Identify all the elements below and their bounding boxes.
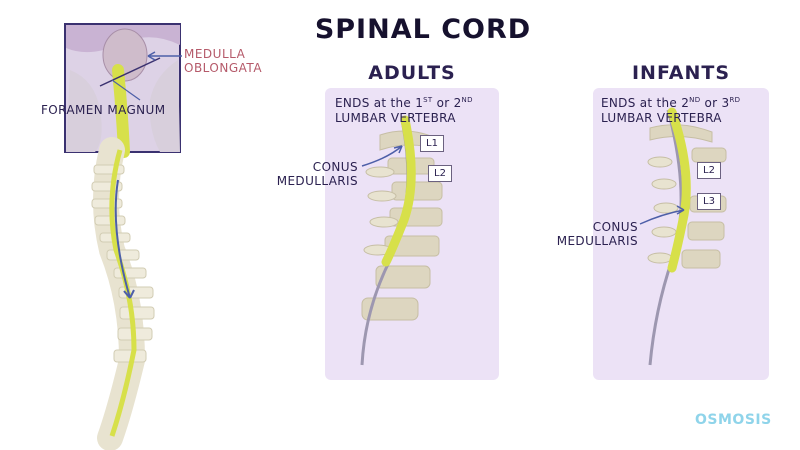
vertebra-label-l2: L2 — [697, 162, 721, 179]
adults-conus-label: CONUS MEDULLARIS — [262, 160, 358, 188]
foramen-arrow — [111, 79, 141, 101]
adults-conus-arrow — [361, 145, 403, 167]
adults-ends-line2: LUMBAR VERTEBRA — [335, 111, 456, 125]
adults-ends-sup2: ND — [461, 96, 473, 104]
infants-ends-sup1: ND — [689, 96, 701, 104]
infants-ends-sup2: RD — [729, 96, 741, 104]
infants-ends-part1: ENDS at the 2 — [601, 96, 690, 110]
infants-ends-text: ENDS at the 2ND or 3RD LUMBAR VERTEBRA — [601, 93, 740, 126]
adults-spine — [360, 115, 443, 366]
infants-conus-line1: CONUS — [592, 220, 638, 234]
adults-heading: ADULTS — [368, 62, 456, 84]
medulla-label-line1: MEDULLA — [184, 47, 246, 61]
adults-conus-line2: MEDULLARIS — [276, 174, 358, 188]
infants-ends-part2: or 3 — [700, 96, 730, 110]
adults-cord — [381, 115, 416, 267]
brain-inset — [64, 23, 181, 158]
adults-conus-line1: CONUS — [312, 160, 358, 174]
full-spine — [91, 137, 155, 450]
foramen-magnum-label: FORAMEN MAGNUM — [41, 103, 166, 117]
adults-ends-part1: ENDS at the 1 — [335, 96, 424, 110]
medulla-label-line2: OBLONGATA — [184, 61, 263, 75]
osmosis-logo: OSMOSIS — [695, 412, 772, 428]
full-spine-arrow — [114, 179, 131, 299]
vertebra-label-l2: L2 — [428, 165, 452, 182]
adults-ends-sup1: ST — [423, 96, 433, 104]
infants-cord — [667, 107, 691, 273]
infants-heading: INFANTS — [631, 62, 731, 84]
adults-ends-part2: or 2 — [432, 96, 462, 110]
infants-ends-line2: LUMBAR VERTEBRA — [601, 111, 722, 125]
adults-ends-text: ENDS at the 1ST or 2ND LUMBAR VERTEBRA — [335, 93, 473, 126]
infants-conus-arrow — [639, 209, 685, 225]
medulla-oblongata-label: MEDULLA OBLONGATA — [184, 47, 262, 75]
page-title: SPINAL CORD — [314, 14, 532, 45]
infants-conus-line2: MEDULLARIS — [556, 234, 638, 248]
infants-spine — [639, 107, 727, 366]
infants-conus-label: CONUS MEDULLARIS — [540, 220, 638, 248]
vertebra-label-l3: L3 — [697, 193, 721, 210]
vertebra-label-l1: L1 — [420, 135, 444, 152]
